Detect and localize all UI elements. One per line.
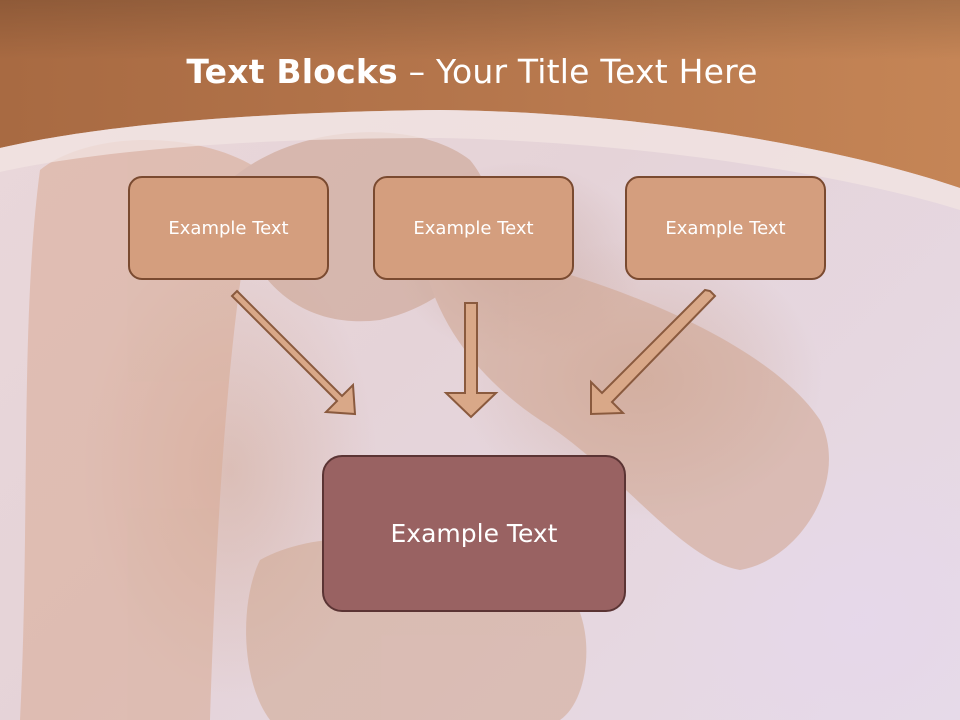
header-curve-band bbox=[0, 110, 960, 210]
target-box-label: Example Text bbox=[390, 519, 558, 548]
slide-title: Text Blocks – Your Title Text Here bbox=[0, 52, 944, 91]
title-rest: Your Title Text Here bbox=[435, 52, 758, 91]
source-box-center: Example Text bbox=[373, 176, 574, 280]
source-box-left-label: Example Text bbox=[168, 217, 289, 239]
title-bold-part: Text Blocks bbox=[186, 52, 398, 91]
title-dash: – bbox=[397, 52, 436, 91]
source-box-center-label: Example Text bbox=[413, 217, 534, 239]
source-box-right-label: Example Text bbox=[665, 217, 786, 239]
target-box: Example Text bbox=[322, 455, 626, 612]
source-box-right: Example Text bbox=[625, 176, 826, 280]
source-box-left: Example Text bbox=[128, 176, 329, 280]
